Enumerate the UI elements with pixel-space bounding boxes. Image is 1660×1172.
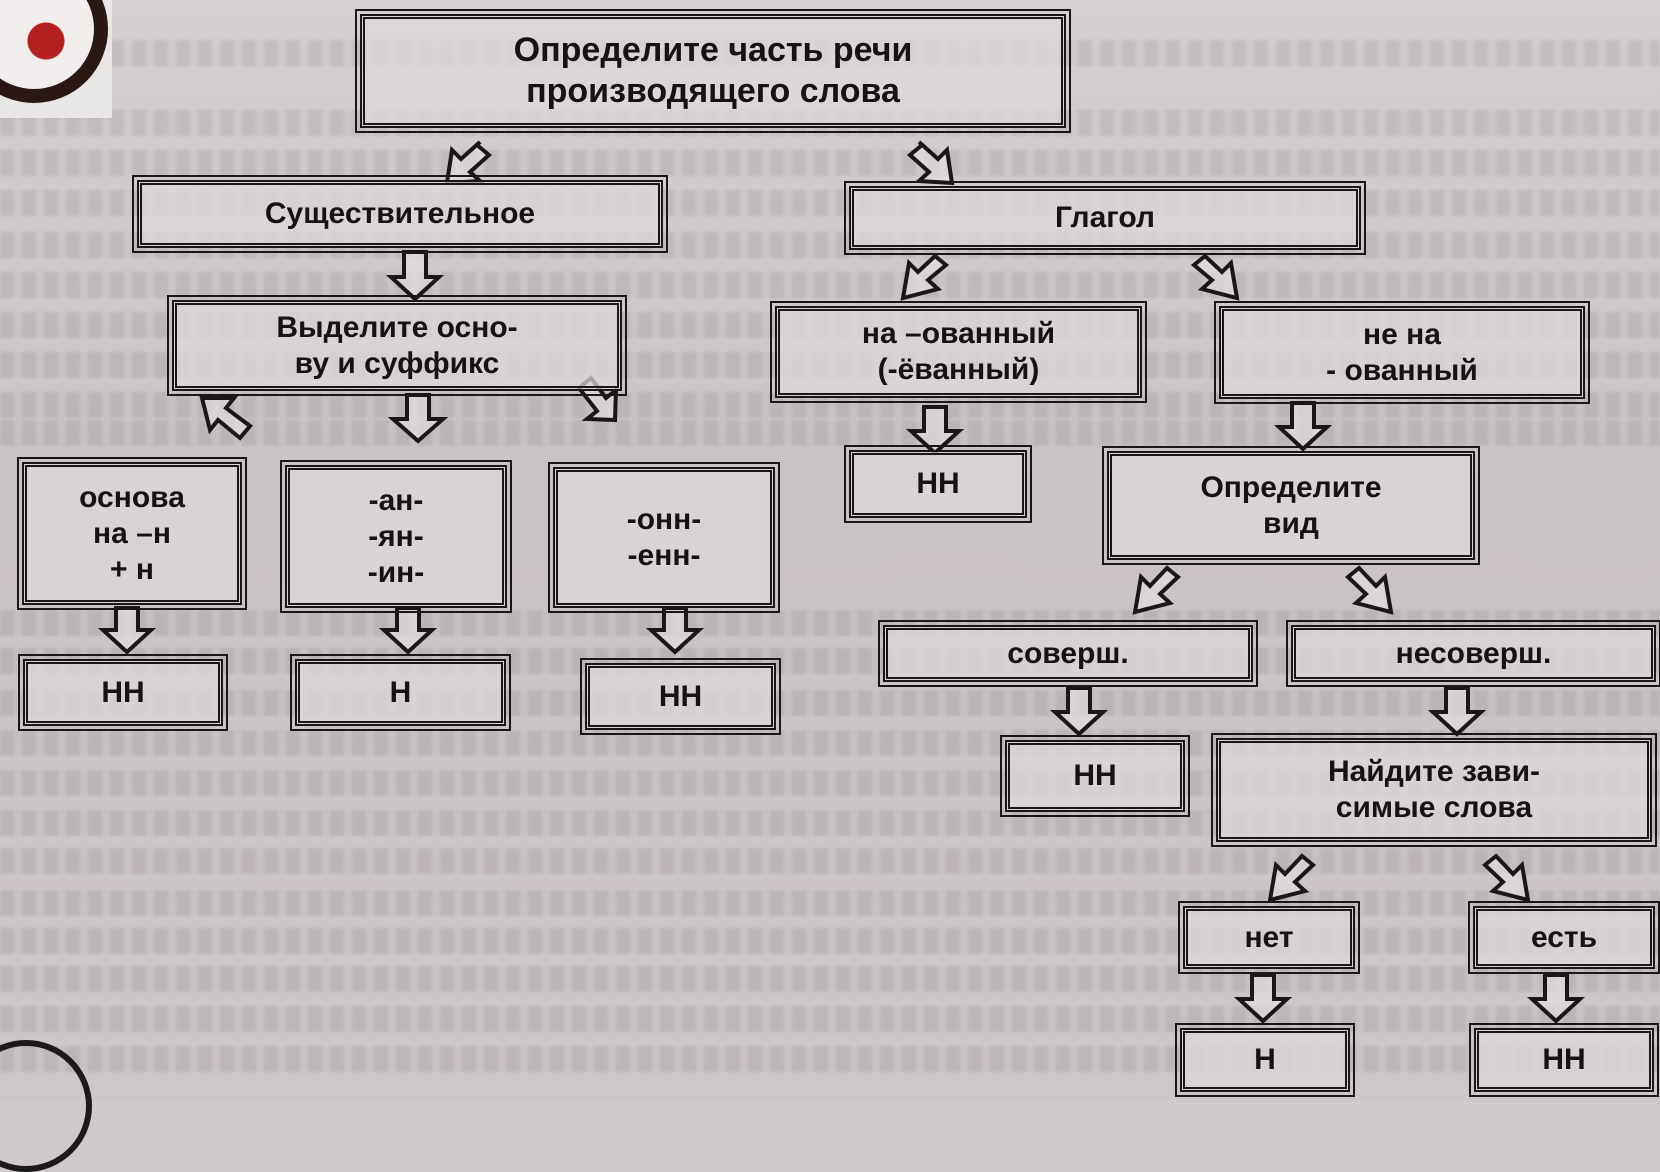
arrow-aspect-right (1344, 565, 1394, 615)
arrow-an-down (378, 606, 438, 655)
an-yan-in-box: -ан- -ян- -ин- (280, 460, 512, 613)
stem-n-box: основа на –н + н (17, 457, 247, 610)
dependents-box: Найдите зави- симые слова (1211, 733, 1657, 847)
ovanny-box: на –ованный (-ёванный) (770, 301, 1147, 403)
stem-suffix-box: Выделите осно- ву и суффикс (167, 295, 627, 396)
arrow-dependents-right (1481, 853, 1531, 903)
arrow-ovanny-down (905, 405, 965, 456)
arrow-no-down (1233, 973, 1293, 1024)
arrow-stem-center (387, 393, 449, 444)
result-an-box: Н (290, 654, 511, 731)
result-stem-n-box: НН (18, 654, 228, 731)
yes-box: есть (1468, 901, 1660, 974)
arrow-verb-right (1190, 253, 1240, 301)
aspect-box: Определите вид (1102, 446, 1480, 565)
arrow-stem-n-down (97, 606, 157, 655)
arrow-stem-left (199, 396, 253, 441)
arrow-verb-left (900, 253, 950, 301)
onn-enn-box: -онн- -енн- (548, 462, 780, 613)
not-ovanny-box: не на - ованный (1214, 301, 1590, 404)
corner-logo-image (0, 0, 112, 118)
imperfective-box: несоверш. (1286, 620, 1660, 687)
flow-arrows (97, 140, 1586, 1024)
root-question-box: Определите часть речи производящего слов… (355, 9, 1071, 133)
result-ovanny-box: НН (844, 445, 1032, 523)
arrow-perfective-down (1049, 686, 1109, 737)
arrow-not-ovanny-down (1273, 401, 1333, 452)
arrow-noun-down (385, 250, 445, 302)
arrow-aspect-left (1132, 565, 1182, 615)
result-yes-box: НН (1469, 1023, 1659, 1097)
arrow-yes-down (1526, 973, 1586, 1024)
result-no-box: Н (1175, 1023, 1355, 1097)
arrow-onn-down (645, 606, 705, 655)
no-box: нет (1178, 901, 1360, 974)
result-onn-box: НН (580, 658, 781, 735)
arrow-root-to-noun (444, 140, 493, 186)
arrow-dependents-left (1267, 853, 1317, 903)
verb-box: Глагол (844, 181, 1366, 255)
result-perfective-box: НН (1000, 735, 1190, 817)
arrow-root-to-verb (906, 140, 955, 186)
perfective-box: соверш. (878, 620, 1258, 687)
arrow-imperfective-down (1427, 686, 1487, 737)
noun-box: Существительное (132, 175, 668, 253)
